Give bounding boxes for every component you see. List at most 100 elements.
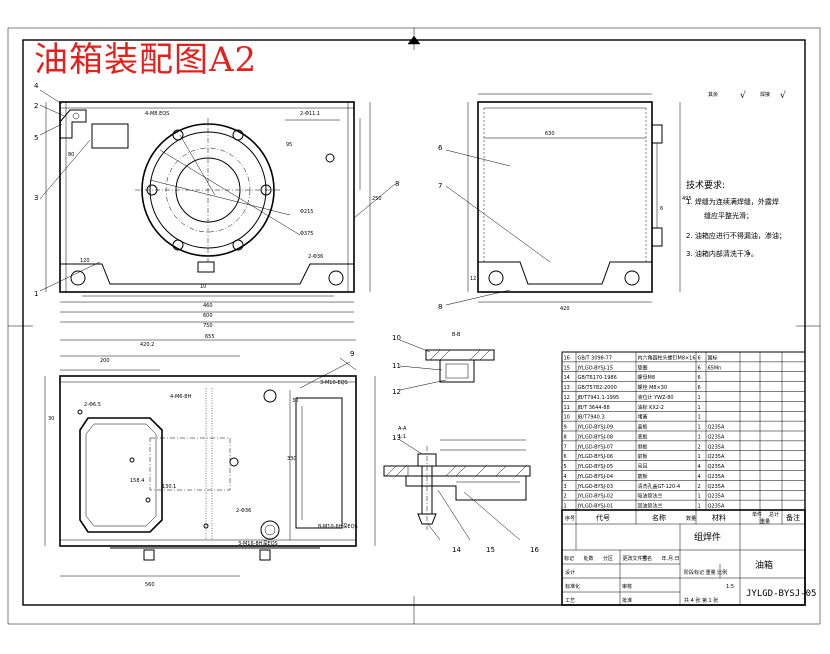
roles: 设计标准化审核工艺批准	[565, 569, 632, 604]
title-block-scale: 1:5	[726, 584, 734, 590]
parts-row-5-name: 吊耳	[638, 464, 648, 470]
top-view: 655 420.2 200 330 158.4 2-Φ6.5 3-M10-EQS…	[44, 334, 376, 588]
parts-row-7-material: Q235A	[708, 444, 725, 450]
parts-row-1-code: JYLGD-BYSJ-01	[577, 504, 614, 510]
role-4: 批准	[622, 597, 632, 604]
balloon-14: 14	[452, 546, 461, 554]
dim-front-10: 10	[200, 284, 206, 290]
role-1: 标准化	[565, 583, 580, 590]
parts-row-8-no: 8	[564, 434, 567, 440]
parts-row-10-no: 10	[564, 415, 570, 421]
parts-row-13-no: 13	[564, 385, 570, 391]
parts-row-14-no: 14	[564, 375, 570, 381]
tech-req-item-2: 2. 油箱应进行不得漏油，渗油；	[686, 231, 786, 240]
parts-row-4-no: 4	[564, 474, 567, 480]
parts-row-3-no: 3	[564, 484, 567, 490]
balloon-8-front: 8	[395, 180, 399, 188]
dim-top-m10: 3-M10-EQS	[320, 380, 348, 386]
parts-row-11-no: 11	[564, 405, 570, 411]
surface-mark-rest: 其余	[708, 91, 718, 98]
dim-top-30b: 30	[48, 416, 54, 422]
title-block-assembly-type: 组焊件	[694, 531, 721, 543]
parts-row-1-material: Q235A	[708, 504, 725, 510]
parts-row-5-no: 5	[564, 464, 567, 470]
top-view-outline	[59, 375, 357, 547]
dim-front-drain: 2-Φ36	[308, 254, 323, 260]
role-0: 设计	[565, 569, 575, 576]
balloon-2: 2	[34, 102, 38, 110]
detail-views: B-B 10 11 12 A-A 1:1	[383, 332, 539, 554]
side-view: 630 420 12 6 495 6 7 8	[438, 93, 692, 312]
dim-top-560: 560	[145, 582, 155, 588]
balloon-7: 7	[438, 182, 442, 190]
parts-row-15-qty: 6	[698, 365, 701, 371]
parts-row-4-name: 筋板	[638, 473, 648, 480]
parts-row-16-no: 16	[564, 355, 570, 361]
parts-row-2-no: 2	[564, 494, 567, 500]
balloon-15: 15	[486, 546, 495, 554]
title-block: 序号 代号 名称 数量 材料 单件 总计 重量 备注 组焊件 油箱 JYLGD-…	[561, 509, 816, 606]
role-3: 工艺	[565, 598, 575, 604]
parts-row-14-qty: 6	[698, 375, 701, 381]
dim-side-420: 420	[560, 306, 570, 312]
parts-row-2-qty: 1	[698, 494, 701, 500]
balloon-16: 16	[530, 546, 539, 554]
dim-side-630: 630	[545, 131, 555, 137]
balloon-13: 13	[392, 434, 401, 442]
surface-marks: 其余 √ 焊接 √	[708, 90, 786, 101]
drawing-title: 油箱装配图A2	[34, 40, 258, 80]
dim-front-120: 120	[80, 258, 90, 264]
table-header-code: 代号	[596, 513, 610, 522]
parts-row-4-code: JYLGD-BYSJ-04	[577, 474, 614, 480]
tech-req-item-3: 3. 油箱内部清洗干净。	[686, 249, 758, 258]
dim-top-158: 158.4	[130, 478, 144, 484]
change-row-5: 年.月.日	[662, 555, 680, 562]
parts-row-15-code: JYLGD-BYSJ-15	[577, 365, 614, 371]
table-header-note: 备注	[786, 513, 800, 522]
parts-row-6-material: Q235A	[708, 454, 725, 460]
parts-row-7-qty: 2	[698, 444, 701, 450]
change-row-1: 处数	[584, 555, 594, 562]
parts-row-3-code: JYLGD-BYSJ-03	[577, 484, 614, 490]
dim-side-6: 6	[660, 206, 663, 212]
front-view-outline	[59, 101, 355, 293]
parts-row-9-qty: 1	[698, 425, 701, 431]
parts-row-6-code: JYLGD-BYSJ-06	[577, 454, 614, 460]
parts-row-5-qty: 4	[698, 464, 701, 470]
parts-row-16-name: 内六角圆柱头螺钉M8×16	[638, 354, 696, 361]
parts-row-2-name: 吸油管法兰	[638, 493, 663, 500]
front-name-plate	[91, 123, 129, 149]
dim-front-80: 80	[68, 152, 74, 158]
parts-row-14-name: 螺母M8	[638, 374, 656, 381]
tech-req-item-1: 1. 焊缝为连续满焊缝，外露焊	[686, 197, 779, 206]
parts-row-1-name: 回油管法兰	[638, 503, 663, 510]
surface-mark-weld-symbol: √	[780, 90, 786, 101]
top-cleaning-cover	[79, 417, 163, 533]
dim-front-600: 600	[203, 313, 213, 319]
table-header-weight-total: 总计	[769, 511, 779, 518]
parts-row-12-qty: 1	[698, 395, 701, 401]
table-header-weight: 重量	[760, 518, 770, 525]
balloon-5: 5	[34, 134, 38, 142]
table-header-qty: 数量	[686, 515, 696, 522]
top-level-gauge-slot	[295, 397, 343, 529]
balloon-1: 1	[34, 290, 38, 298]
title-block-stage-labels: 阶段标记 重量 比例	[684, 569, 727, 576]
dim-top-200: 200	[100, 358, 110, 364]
dim-top-30a: 30	[292, 398, 298, 404]
tech-req-item-1b: 缝应平整光滑；	[704, 211, 753, 220]
parts-row-13-code: GB/T5782-2000	[578, 385, 617, 391]
dim-front-bolt-thread: 4-M8.EQS	[145, 111, 169, 117]
front-view: 460 600 750 4-M8.EQS 2-Φ11.1 Φ215 Φ375 2…	[34, 82, 399, 329]
parts-row-5-material: Q235A	[708, 464, 725, 470]
change-row-4: 签名	[642, 555, 652, 562]
parts-row-9-no: 9	[564, 425, 567, 431]
detail-label-bb: B-B	[452, 332, 461, 338]
parts-row-10-name: 堵塞	[638, 414, 648, 421]
dim-side-12: 12	[470, 276, 476, 282]
change-row: 标记处数分区更改文件号签名年.月.日	[564, 555, 680, 562]
balloon-10: 10	[392, 334, 401, 342]
dim-front-dia375: Φ375	[300, 231, 313, 237]
parts-row-8-qty: 1	[698, 434, 701, 440]
